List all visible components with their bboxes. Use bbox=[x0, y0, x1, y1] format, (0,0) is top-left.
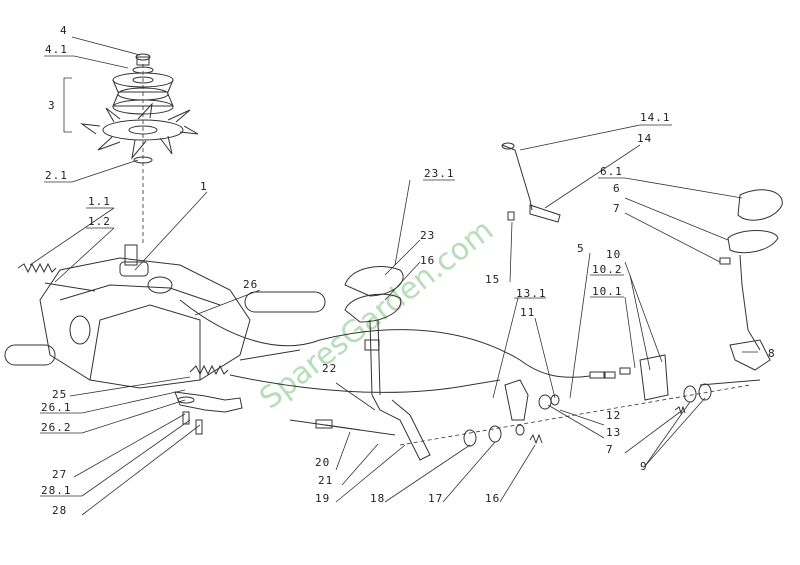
label-26-1: 26.1 bbox=[41, 401, 72, 414]
label-16-lower: 16 bbox=[485, 492, 500, 505]
callout-labels: 4 4.1 3 2.1 1.1 1.2 1 26 25 26.1 26.2 27… bbox=[41, 24, 776, 517]
label-19: 19 bbox=[315, 492, 330, 505]
label-9: 9 bbox=[640, 460, 648, 473]
label-25: 25 bbox=[52, 388, 67, 401]
label-1-2: 1.2 bbox=[88, 215, 111, 228]
label-21: 21 bbox=[318, 474, 333, 487]
label-14-1: 14.1 bbox=[640, 111, 671, 124]
label-23: 23 bbox=[420, 229, 435, 242]
leader-lines bbox=[29, 36, 758, 516]
label-26-2: 26.2 bbox=[41, 421, 72, 434]
label-3: 3 bbox=[48, 99, 56, 112]
label-7-upper: 7 bbox=[613, 202, 621, 215]
label-10: 10 bbox=[606, 248, 621, 261]
label-13: 13 bbox=[606, 426, 621, 439]
label-7-lower: 7 bbox=[606, 443, 614, 456]
gear-lever bbox=[501, 142, 561, 223]
label-8: 8 bbox=[768, 347, 776, 360]
label-13-1: 13.1 bbox=[516, 287, 547, 300]
label-4: 4 bbox=[60, 24, 68, 37]
pulley-assembly bbox=[80, 53, 199, 245]
label-16-upper: 16 bbox=[420, 254, 435, 267]
transaxle bbox=[4, 244, 326, 435]
label-12: 12 bbox=[606, 409, 621, 422]
label-2-1: 2.1 bbox=[45, 169, 68, 182]
brake-pedal bbox=[344, 266, 431, 461]
label-4-1: 4.1 bbox=[45, 43, 68, 56]
label-20: 20 bbox=[315, 456, 330, 469]
label-18: 18 bbox=[370, 492, 385, 505]
label-27: 27 bbox=[52, 468, 67, 481]
label-22: 22 bbox=[322, 362, 337, 375]
label-underlines bbox=[40, 55, 672, 497]
label-28: 28 bbox=[52, 504, 67, 517]
label-14: 14 bbox=[637, 132, 652, 145]
label-10-1: 10.1 bbox=[592, 285, 623, 298]
label-5: 5 bbox=[577, 242, 585, 255]
label-1: 1 bbox=[200, 180, 208, 193]
shaft-parts bbox=[463, 383, 712, 447]
label-10-2: 10.2 bbox=[592, 263, 623, 276]
label-11: 11 bbox=[520, 306, 535, 319]
label-23-1: 23.1 bbox=[424, 167, 455, 180]
label-1-1: 1.1 bbox=[88, 195, 111, 208]
label-6-1: 6.1 bbox=[600, 165, 623, 178]
lever-11 bbox=[504, 379, 529, 421]
control-cables bbox=[179, 299, 605, 436]
throttle-lever bbox=[699, 189, 783, 386]
label-15: 15 bbox=[485, 273, 500, 286]
label-28-1: 28.1 bbox=[41, 484, 72, 497]
label-6: 6 bbox=[613, 182, 621, 195]
label-26: 26 bbox=[243, 278, 258, 291]
label-17: 17 bbox=[428, 492, 443, 505]
bracket-12 bbox=[604, 354, 669, 401]
